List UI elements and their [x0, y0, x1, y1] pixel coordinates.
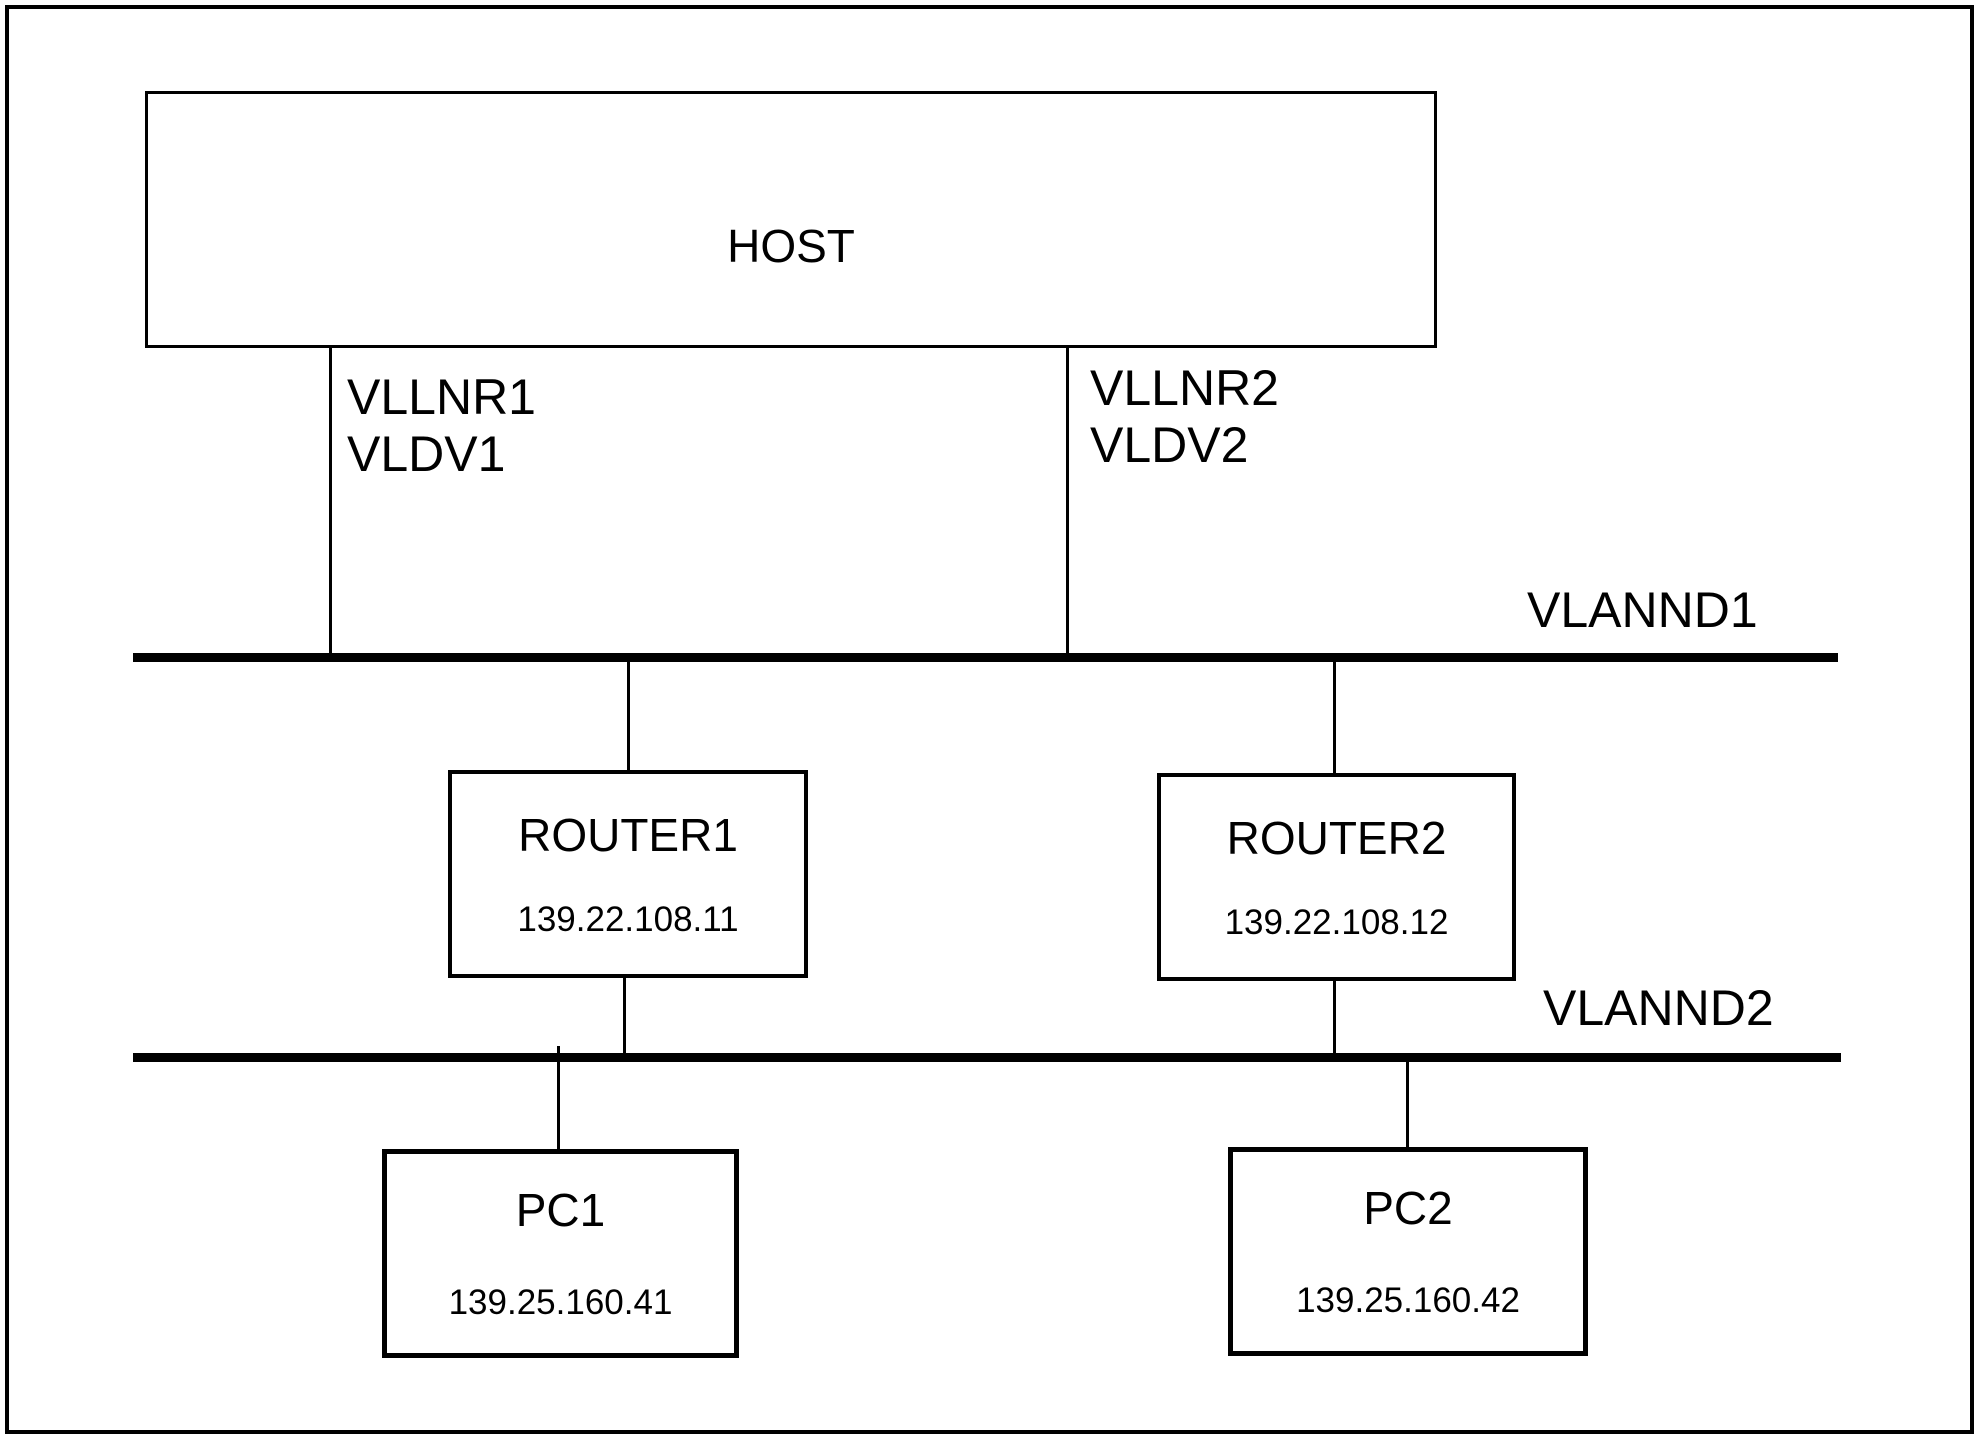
bus-line-vlannd2	[133, 1053, 1841, 1062]
host-link-line-vllnr1	[329, 346, 332, 658]
router1-uplink-line	[627, 658, 630, 772]
diagram-border	[5, 5, 1974, 1434]
host-label: HOST	[727, 220, 855, 272]
link2-line2-label: VLDV2	[1090, 417, 1249, 473]
router1-ip: 139.22.108.11	[517, 899, 739, 939]
router2-uplink-line	[1333, 658, 1336, 775]
link1-line2-label: VLDV1	[347, 426, 506, 482]
host-box: HOST	[145, 91, 1437, 348]
host-link-label-vllnr2: VLLNR2 VLDV2	[1090, 360, 1279, 474]
pc1-name: PC1	[515, 1184, 606, 1236]
bus-line-vlannd1	[133, 653, 1838, 662]
pc2-name: PC2	[1363, 1182, 1453, 1234]
pc1-box: PC1 139.25.160.41	[382, 1149, 739, 1358]
router1-box: ROUTER1 139.22.108.11	[448, 770, 808, 978]
bus-label-vlannd1: VLANND1	[1527, 582, 1758, 638]
router2-box: ROUTER2 139.22.108.12	[1157, 773, 1516, 981]
router1-downlink-line	[623, 975, 626, 1057]
link2-line1-label: VLLNR2	[1090, 360, 1279, 416]
pc1-uplink-line	[557, 1046, 560, 1151]
pc2-box: PC2 139.25.160.42	[1228, 1147, 1588, 1356]
pc2-uplink-line	[1406, 1058, 1409, 1149]
router1-name: ROUTER1	[518, 808, 738, 861]
host-link-line-vllnr2	[1066, 346, 1069, 658]
router2-name: ROUTER2	[1226, 811, 1447, 864]
router2-ip: 139.22.108.12	[1224, 902, 1449, 942]
router2-downlink-line	[1333, 979, 1336, 1057]
pc1-ip: 139.25.160.41	[448, 1283, 673, 1322]
host-link-label-vllnr1: VLLNR1 VLDV1	[347, 369, 536, 483]
bus-label-vlannd2: VLANND2	[1543, 980, 1774, 1036]
pc2-ip: 139.25.160.42	[1296, 1281, 1520, 1320]
link1-line1-label: VLLNR1	[347, 369, 536, 425]
